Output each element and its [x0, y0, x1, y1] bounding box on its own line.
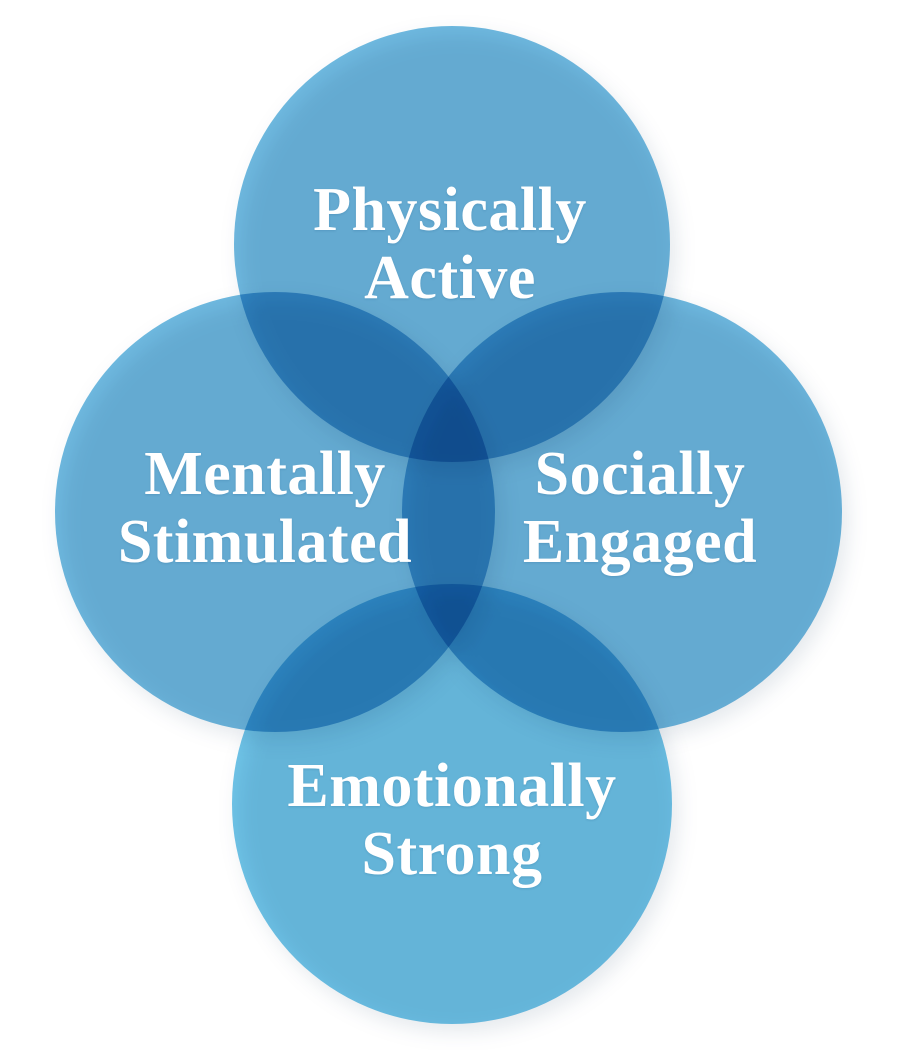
label-mentally-stimulated: Mentally Stimulated	[85, 440, 445, 576]
circle-emotionally-strong	[232, 584, 672, 1024]
label-emotionally-strong-line1: Emotionally	[287, 752, 617, 820]
label-physically-active-line2: Active	[364, 244, 536, 312]
label-emotionally-strong-line2: Strong	[361, 820, 543, 888]
label-physically-active-line1: Physically	[313, 176, 587, 244]
label-socially-engaged-line1: Socially	[534, 440, 746, 508]
circles-group	[55, 26, 848, 1032]
label-emotionally-strong: Emotionally Strong	[272, 752, 632, 888]
label-mentally-stimulated-line1: Mentally	[144, 440, 386, 508]
label-mentally-stimulated-line2: Stimulated	[117, 508, 413, 576]
label-socially-engaged-line2: Engaged	[522, 508, 758, 576]
label-socially-engaged: Socially Engaged	[460, 440, 820, 576]
label-physically-active: Physically Active	[270, 176, 630, 312]
